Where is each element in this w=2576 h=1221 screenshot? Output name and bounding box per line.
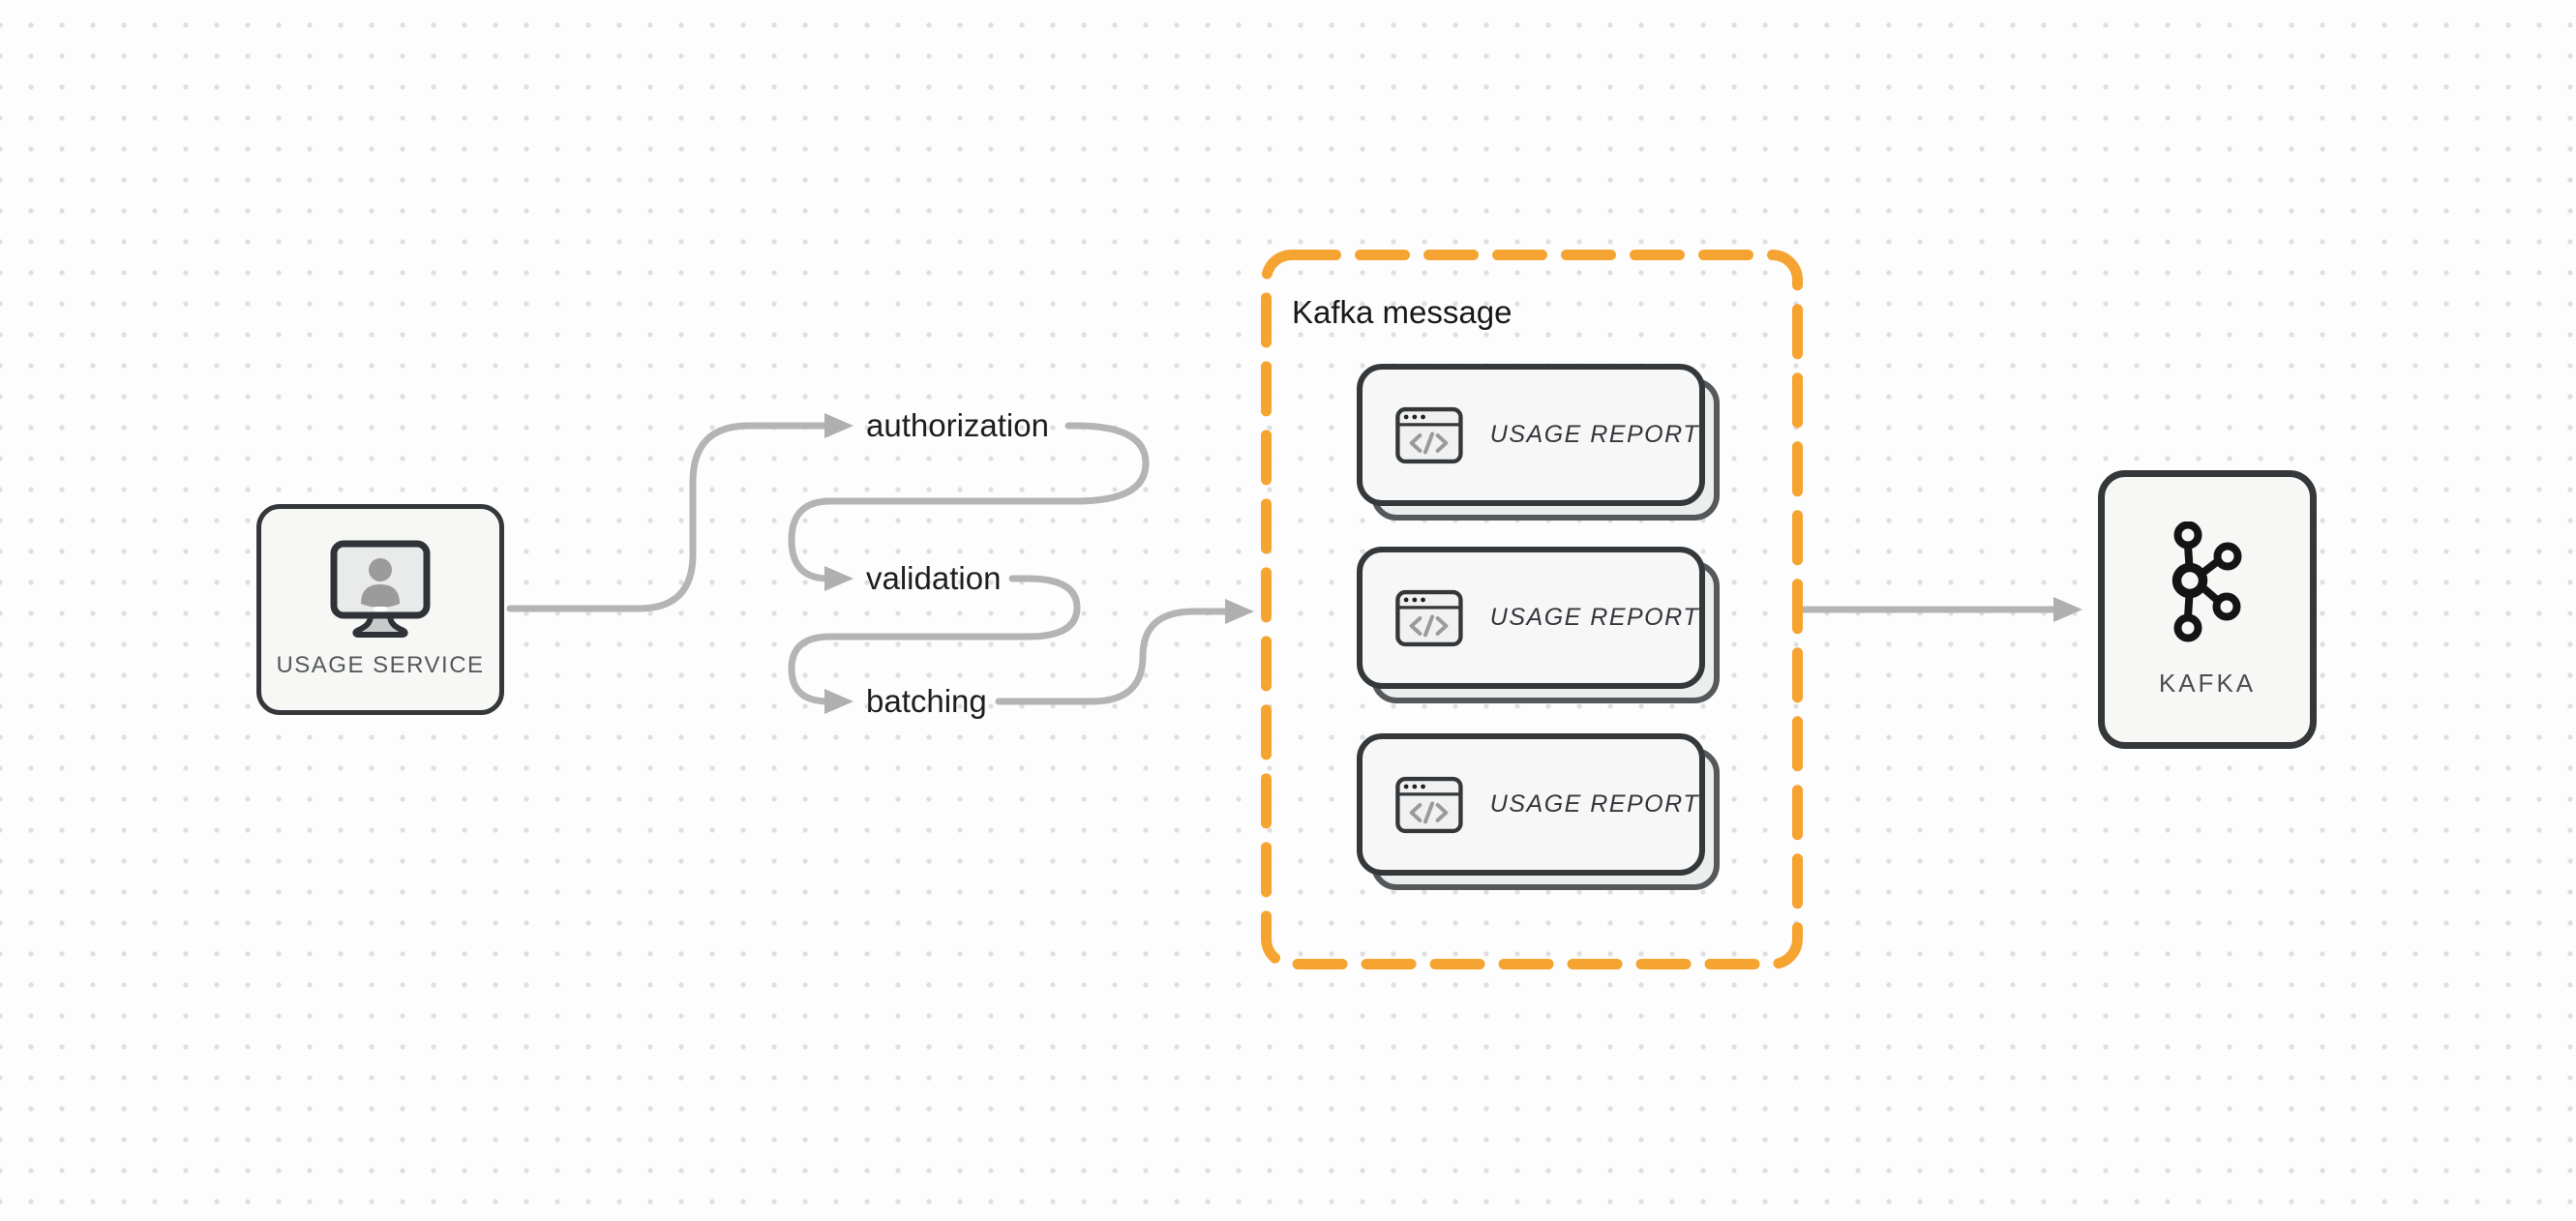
browser-code-icon <box>1395 406 1463 463</box>
browser-code-icon <box>1395 776 1463 833</box>
arrowhead-icon <box>1225 599 1254 624</box>
step-label-validation: validation <box>866 560 1002 596</box>
arrowhead-icon <box>824 689 854 714</box>
usage-service-label: USAGE SERVICE <box>276 652 485 678</box>
connector-usage-to-authorization <box>506 422 832 612</box>
usage-report-label: USAGE REPORT <box>1489 604 1699 631</box>
usage-report-label: USAGE REPORT <box>1489 790 1699 818</box>
arrowhead-icon <box>824 566 854 591</box>
step-label-authorization: authorization <box>866 407 1049 443</box>
usage-report-label: USAGE REPORT <box>1489 421 1699 448</box>
kafka-label: KAFKA <box>2158 668 2257 698</box>
browser-code-icon <box>1395 589 1463 646</box>
usage-report-card: USAGE REPORT <box>1357 733 1721 891</box>
arrowhead-icon <box>2053 597 2082 622</box>
monitor-user-icon <box>330 540 431 638</box>
node-usage-service: USAGE SERVICE <box>256 504 504 715</box>
kafka-logo-icon <box>2172 521 2242 641</box>
usage-report-card: USAGE REPORT <box>1357 364 1721 521</box>
connector-batching-to-kafka-message <box>995 608 1231 705</box>
usage-report-card: USAGE REPORT <box>1357 547 1721 704</box>
step-label-batching: batching <box>866 683 987 719</box>
kafka-message-group-title: Kafka message <box>1292 294 1513 330</box>
arrowhead-icon <box>824 413 854 438</box>
node-kafka: KAFKA <box>2098 470 2317 749</box>
connector-authorization-to-validation <box>788 422 1150 582</box>
